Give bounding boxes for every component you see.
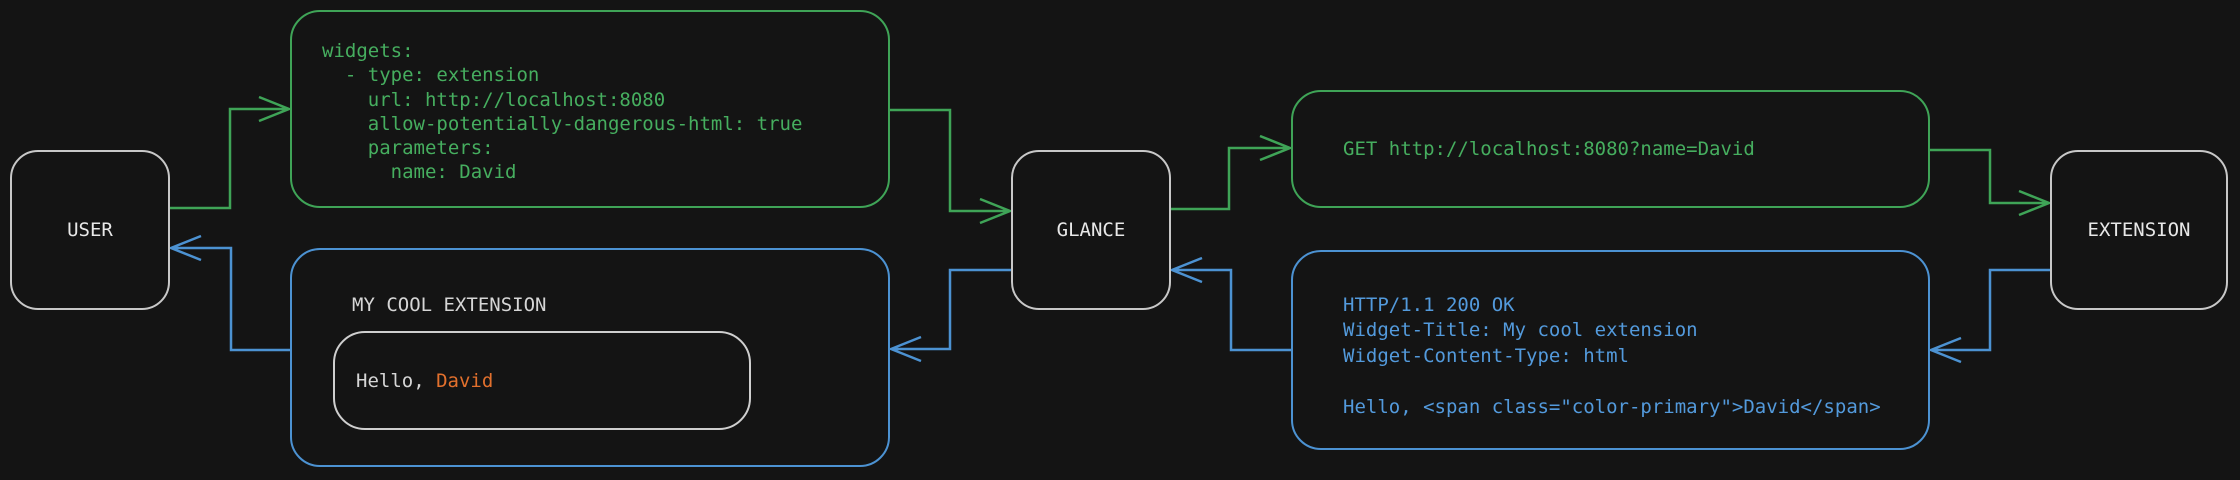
- config-line: url: http://localhost:8080: [322, 88, 666, 111]
- greeting-name: David: [436, 369, 494, 392]
- widget-preview: Hello, David: [333, 331, 751, 430]
- node-user-label: USER: [67, 219, 113, 241]
- arrow-glance-to-request: [1171, 134, 1294, 211]
- arrow-response-to-glance: [1168, 256, 1291, 352]
- response-line: HTTP/1.1 200 OK: [1343, 294, 1515, 316]
- response-line: Hello, <span class="color-primary">David…: [1343, 395, 1881, 418]
- yaml-config-box: widgets: - type: extension url: http://l…: [290, 10, 890, 208]
- response-line: [1343, 369, 1928, 394]
- arrow-extension-to-response: [1927, 268, 2050, 364]
- request-line: GET http://localhost:8080?name=David: [1343, 138, 1755, 160]
- http-request-box: GET http://localhost:8080?name=David: [1291, 90, 1930, 208]
- node-glance: GLANCE: [1011, 150, 1171, 310]
- arrow-glance-to-widget: [887, 268, 1011, 363]
- config-line: widgets:: [322, 40, 414, 62]
- greeting-prefix: Hello,: [356, 369, 437, 392]
- node-extension-label: EXTENSION: [2087, 219, 2191, 241]
- response-line: Widget-Content-Type: html: [1343, 344, 1629, 367]
- node-extension: EXTENSION: [2050, 150, 2228, 310]
- config-line: name: David: [322, 161, 517, 184]
- http-response-box: HTTP/1.1 200 OK Widget-Title: My cool ex…: [1291, 250, 1930, 450]
- arrow-user-to-config: [170, 95, 293, 210]
- rendered-widget-box: MY COOL EXTENSION Hello, David: [290, 248, 890, 467]
- response-line: Widget-Title: My cool extension: [1343, 319, 1698, 342]
- arrow-widget-to-user: [167, 234, 290, 352]
- arrow-config-to-glance: [890, 108, 1014, 225]
- config-line: allow-potentially-dangerous-html: true: [322, 112, 803, 135]
- node-glance-label: GLANCE: [1056, 219, 1126, 241]
- node-user: USER: [10, 150, 170, 310]
- widget-title: MY COOL EXTENSION: [352, 294, 547, 316]
- arrow-request-to-extension: [1930, 148, 2053, 217]
- config-line: parameters:: [322, 137, 494, 160]
- config-line: - type: extension: [322, 64, 540, 87]
